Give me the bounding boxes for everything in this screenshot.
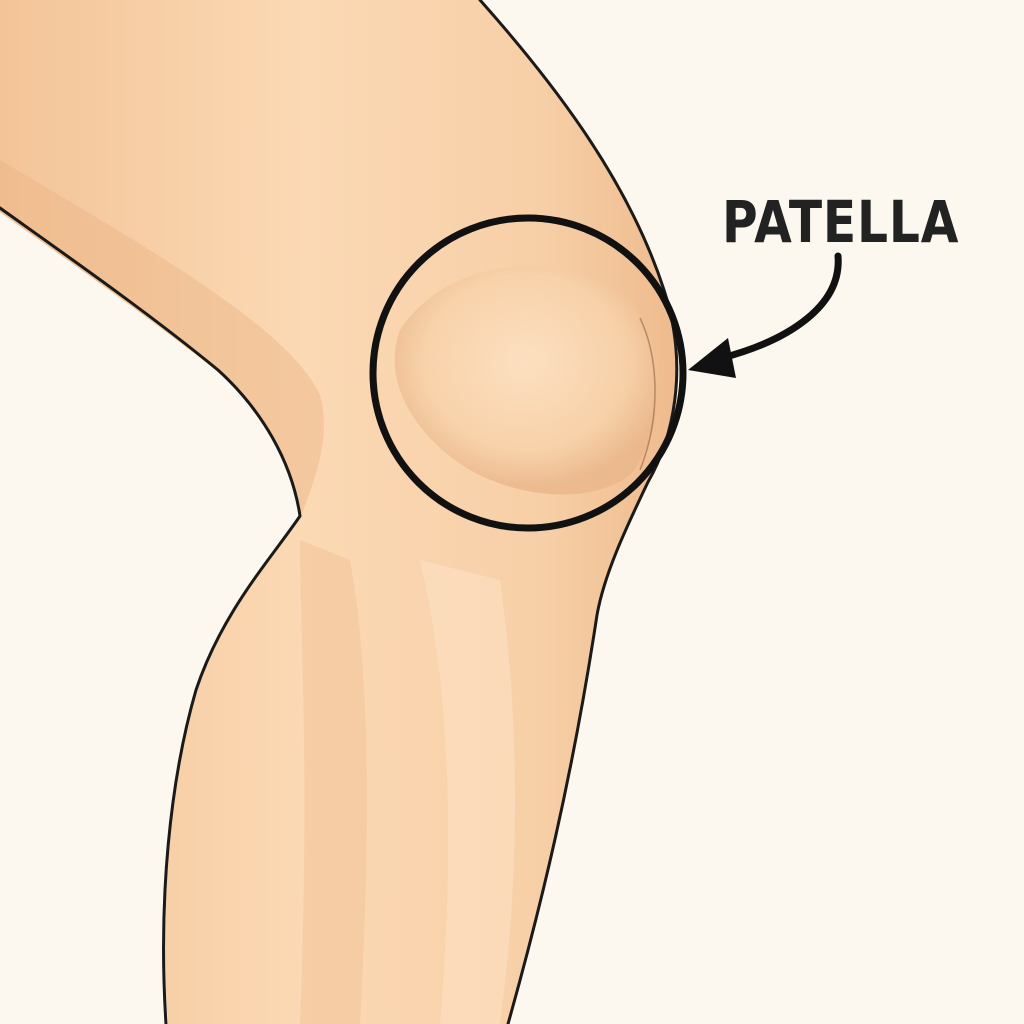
shin-shading — [300, 540, 367, 1024]
shin-highlight — [420, 560, 515, 1024]
curved-arrow-icon — [688, 338, 736, 378]
knee-fold-line — [639, 317, 656, 471]
arrow-shaft — [718, 252, 842, 362]
patella-label: PATELLA — [722, 188, 960, 256]
kneecap-bump — [394, 266, 659, 495]
thigh-back-outline — [0, 206, 302, 1024]
thigh-shading — [0, 160, 324, 518]
thigh-front-outline — [478, 0, 679, 1024]
circle-highlight-icon — [369, 214, 687, 532]
